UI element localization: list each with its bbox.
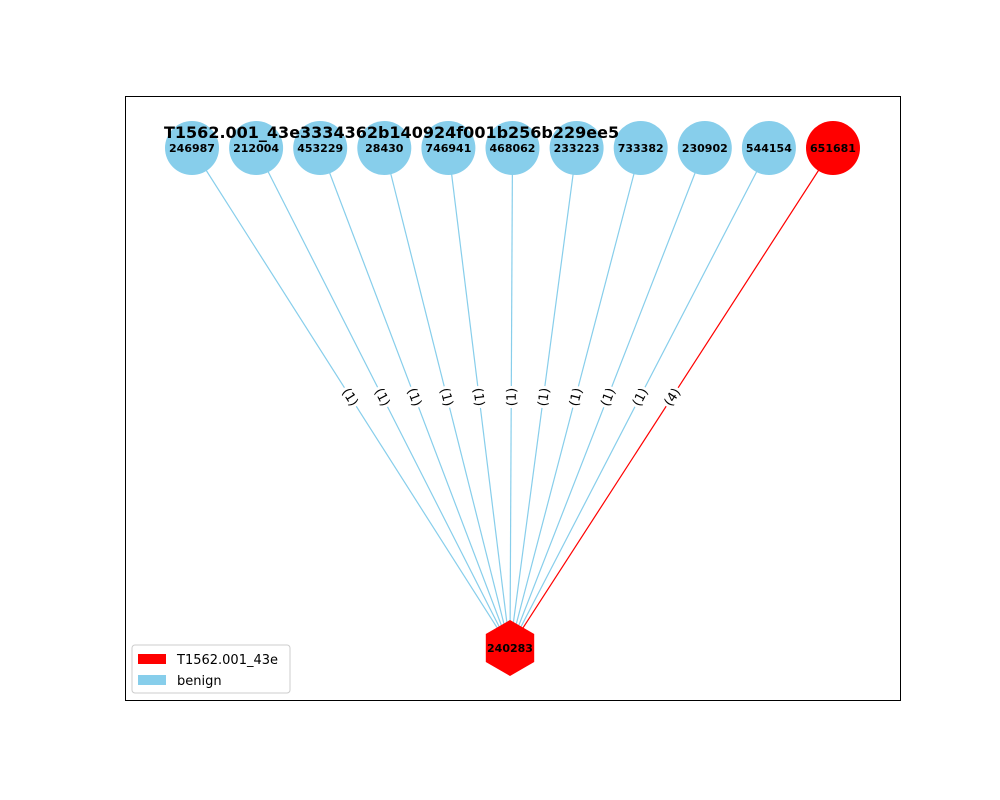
edge-label-bg — [533, 384, 554, 410]
node-212004 — [229, 121, 284, 175]
node-240283 — [485, 620, 535, 676]
node-label-544154: 544154 — [746, 142, 792, 155]
edge-label-text: (1) — [505, 388, 520, 406]
edge-label-453229: (1) — [402, 383, 428, 411]
legend-label-malicious: T1562.001_43e — [176, 653, 278, 668]
node-label-212004: 212004 — [233, 142, 279, 155]
legend-swatch-malicious — [138, 654, 166, 664]
legend-label-benign: benign — [177, 674, 222, 689]
node-label-453229: 453229 — [297, 142, 343, 155]
edge-label-733382: (1) — [564, 384, 588, 410]
edge-label-28430: (1) — [435, 384, 459, 410]
node-733382 — [613, 121, 668, 175]
edge-label-212004: (1) — [369, 383, 396, 411]
edge-label-bg — [435, 384, 459, 410]
node-468062 — [485, 121, 540, 175]
edge-label-text: (4) — [662, 386, 685, 410]
node-label-468062: 468062 — [490, 142, 536, 155]
edge-label-544154: (1) — [626, 383, 654, 411]
node-label-246987: 246987 — [169, 142, 215, 155]
node-label-240283: 240283 — [487, 642, 533, 655]
edge-labels: (1) (1) (1) (1) (1) (1) (1) (1) (1) (1) (4) — [336, 382, 686, 412]
edge-label-bg — [336, 382, 364, 412]
edge-label-bg — [369, 383, 396, 411]
edge-label-233223: (1) — [533, 384, 554, 410]
node-label-733382: 733382 — [618, 142, 664, 155]
edge-label-text: (1) — [338, 386, 361, 410]
edge-label-230902: (1) — [595, 383, 621, 411]
plot-frame — [125, 96, 901, 701]
legend: T1562.001_43e benign — [131, 644, 291, 694]
edge-label-bg — [564, 384, 588, 410]
node-28430 — [357, 121, 412, 175]
edge-label-text: (1) — [436, 386, 455, 408]
node-label-28430: 28430 — [365, 142, 404, 155]
node-246987 — [165, 121, 219, 175]
node-label-233223: 233223 — [554, 142, 600, 155]
node-544154 — [741, 121, 796, 175]
node-746941 — [421, 121, 476, 175]
node-233223 — [549, 121, 604, 175]
edge-label-246987: (1) — [336, 382, 364, 412]
node-453229 — [293, 121, 348, 175]
edge-label-bg — [658, 382, 686, 412]
edge-label-bg — [502, 385, 521, 409]
edge-label-bg — [468, 384, 490, 410]
graph-title: T1562.001_43e3334362b140924f001b256b229e… — [164, 123, 619, 142]
node-230902 — [677, 121, 732, 175]
legend-swatch-benign — [138, 675, 166, 685]
edge-label-text: (1) — [404, 386, 425, 409]
edge-label-bg — [402, 383, 428, 411]
edge-label-text: (1) — [567, 386, 586, 408]
edge-label-text: (1) — [470, 387, 487, 407]
node-651681 — [806, 121, 860, 175]
node-label-651681: 651681 — [810, 142, 856, 155]
edge-label-bg — [595, 383, 621, 411]
edge-label-651681: (4) — [658, 382, 686, 412]
legend-box — [131, 644, 291, 694]
edge-label-468062: (1) — [502, 385, 521, 409]
node-label-230902: 230902 — [682, 142, 728, 155]
nodes: 246987 212004 453229 28430 746941 468062 23322… — [165, 121, 860, 676]
edge-label-text: (1) — [598, 386, 619, 409]
node-label-746941: 746941 — [425, 142, 471, 155]
edge-label-746941: (1) — [468, 384, 490, 410]
edge-label-bg — [626, 383, 654, 411]
edge-label-text: (1) — [371, 386, 393, 409]
edge-label-text: (1) — [536, 387, 553, 407]
